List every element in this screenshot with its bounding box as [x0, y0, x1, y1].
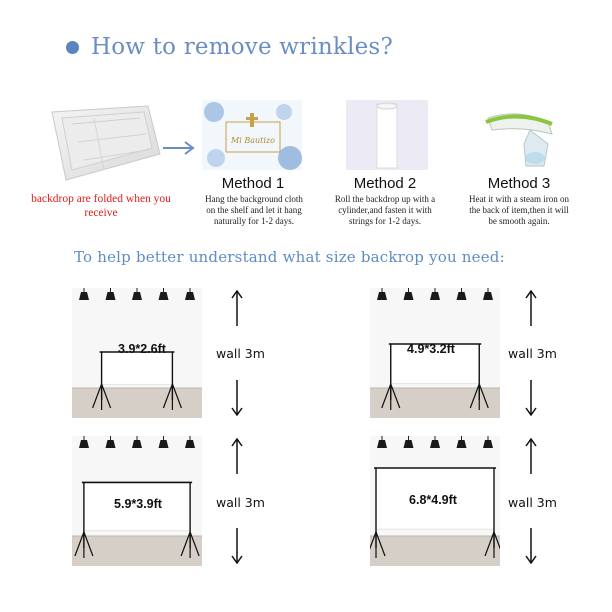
tripod-leg: [484, 531, 495, 557]
lamp-icon: [403, 440, 414, 448]
backdrop-cloth: [83, 481, 191, 532]
title-text: How to remove wrinkles?: [91, 34, 393, 60]
wall-label-1: wall 3m: [216, 346, 265, 361]
height-arrow-2: [524, 289, 538, 420]
size-label-1: 3.9*2.6ft: [118, 342, 166, 356]
tripod-leg: [180, 531, 191, 557]
lamp-icon: [132, 292, 142, 300]
size-scene-2: [370, 288, 500, 418]
lamp-icon: [79, 292, 89, 300]
wall-label-4: wall 3m: [508, 495, 557, 510]
lamp-icon: [456, 440, 467, 448]
size-label-4: 6.8*4.9ft: [409, 493, 457, 507]
height-arrow-1: [230, 289, 244, 420]
help-text: To help better understand what size back…: [74, 248, 505, 266]
method-1-image: Mi Bautizo: [202, 100, 302, 170]
backdrop-cloth: [101, 351, 173, 385]
wooden-floor: [370, 388, 500, 418]
lamp-icon: [158, 440, 169, 448]
lamp-icon: [185, 440, 195, 448]
wooden-floor: [72, 536, 202, 566]
backdrop-cloth: [390, 343, 480, 385]
method-2-title: Method 2: [353, 175, 417, 192]
lamp-icon: [483, 292, 493, 300]
lamp-icon: [79, 440, 89, 448]
bullet-dot: [66, 40, 79, 54]
tripod-leg: [381, 383, 392, 409]
tripod-leg: [74, 531, 85, 557]
tripod-leg: [189, 531, 200, 557]
lamp-icon: [132, 440, 142, 448]
lamp-icon: [456, 292, 467, 300]
tripod-leg: [478, 383, 489, 409]
tripod-leg: [101, 383, 112, 409]
lamp-icon: [430, 292, 440, 300]
wall-label-2: wall 3m: [508, 346, 557, 361]
backdrop-cloth: [375, 467, 495, 530]
lamp-icon: [158, 292, 169, 300]
wooden-floor: [370, 536, 500, 566]
size-label-3: 5.9*3.9ft: [114, 497, 162, 511]
lamp-icon: [185, 292, 195, 300]
folded-caption: backdrop are folded when you receive: [31, 193, 171, 219]
tripod-leg: [469, 383, 480, 409]
method-2-image: [346, 100, 428, 170]
wooden-floor: [72, 388, 202, 418]
arrow-right-icon: [162, 140, 196, 159]
lamp-icon: [430, 440, 440, 448]
tripod-leg: [162, 383, 173, 409]
tripod-leg: [171, 383, 182, 409]
lamp-icon: [377, 440, 387, 448]
lamp-icon: [403, 292, 414, 300]
lamp-icon: [483, 440, 493, 448]
section-title: How to remove wrinkles?: [66, 34, 393, 60]
method-2-desc: Roll the backdrop up with a cylinder,and…: [334, 194, 436, 226]
method-1-image-text: Mi Bautizo: [231, 136, 275, 145]
tripod-leg: [375, 531, 386, 557]
size-scene-1: [72, 288, 202, 418]
method-1-title: Method 1: [221, 175, 285, 192]
size-scene-3: [72, 436, 202, 566]
method-1-desc: Hang the background cloth on the shelf a…: [205, 194, 303, 226]
height-arrow-4: [524, 437, 538, 568]
method-3-title: Method 3: [487, 175, 551, 192]
size-scene-4: [366, 436, 504, 566]
tripod-leg: [83, 531, 94, 557]
tripod-leg: [390, 383, 401, 409]
lamp-icon: [105, 440, 116, 448]
lamp-icon: [105, 292, 116, 300]
wall-label-3: wall 3m: [216, 495, 265, 510]
method-3-steamer-image: [478, 100, 576, 170]
height-arrow-3: [230, 437, 244, 568]
tripod-leg: [92, 383, 103, 409]
lamp-icon: [377, 292, 387, 300]
size-label-2: 4.9*3.2ft: [407, 342, 455, 356]
method-3-desc: Heat it with a steam iron on the back of…: [469, 194, 569, 226]
folded-backdrop-image: [44, 104, 162, 182]
